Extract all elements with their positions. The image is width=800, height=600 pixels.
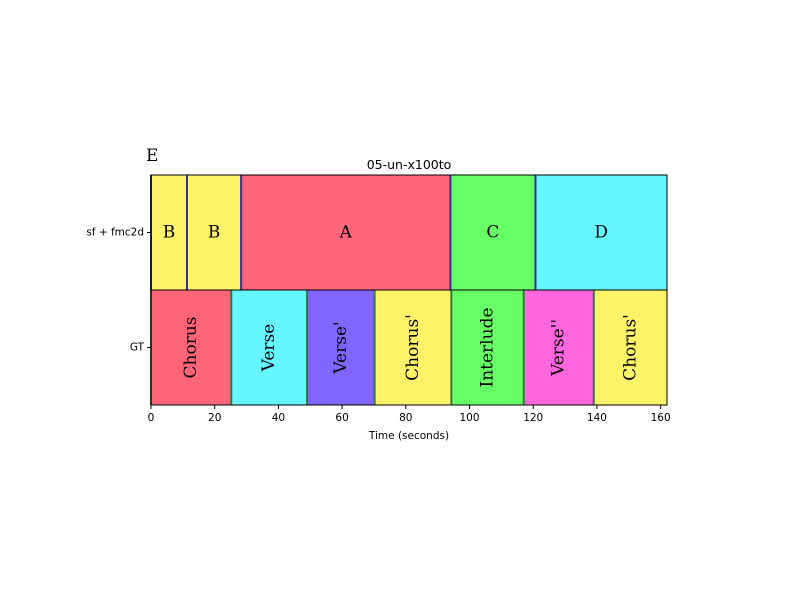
segment-bar (374, 290, 452, 405)
segment-label: Chorus' (620, 314, 640, 381)
panel-letter: E (146, 146, 158, 166)
segment-label: B (208, 223, 221, 243)
row-2: Chorus Verse Verse' Chorus' Interlude Verse''… (130, 290, 667, 405)
segment-bar (535, 175, 667, 290)
segment-label: Verse (259, 324, 279, 373)
segment-label: Chorus' (403, 314, 423, 381)
x-tick-label: 160 (651, 412, 671, 424)
segment-bar (523, 290, 594, 405)
segment-bar (231, 290, 308, 405)
segment-bar (307, 290, 375, 405)
row-label: sf + fmc2d (86, 227, 144, 239)
segment-bar (151, 175, 187, 290)
x-tick-label: 120 (523, 412, 543, 424)
x-axis-label: Time (seconds) (368, 430, 449, 442)
segment-bar (186, 175, 242, 290)
segment-bar (593, 290, 667, 405)
segment-label: Interlude (478, 307, 498, 387)
x-axis: 0 20 40 60 80 100 120 140 160 (148, 405, 671, 424)
x-tick-label: 80 (399, 412, 412, 424)
x-tick-label: 0 (148, 412, 155, 424)
segment-bar (151, 290, 232, 405)
segment-label: A (339, 223, 353, 243)
segment-bar (451, 290, 524, 405)
segment-label: C (486, 223, 499, 243)
x-tick-label: 100 (459, 412, 479, 424)
segment-label: Verse' (331, 321, 351, 374)
segment-label: Chorus (181, 317, 201, 379)
row-1: B B A C Dsf + fmc2d (86, 175, 667, 290)
x-tick-label: 60 (335, 412, 348, 424)
segment-label: D (594, 223, 608, 243)
segment-label: B (163, 223, 176, 243)
segment-bar (241, 175, 451, 290)
segment-label: Verse'' (549, 319, 569, 377)
segment-bar (450, 175, 536, 290)
x-tick-label: 40 (272, 412, 285, 424)
x-tick-label: 140 (587, 412, 607, 424)
row-label: GT (130, 342, 145, 354)
x-tick-label: 20 (208, 412, 221, 424)
chart-title: 05-un-x100to (367, 157, 452, 172)
